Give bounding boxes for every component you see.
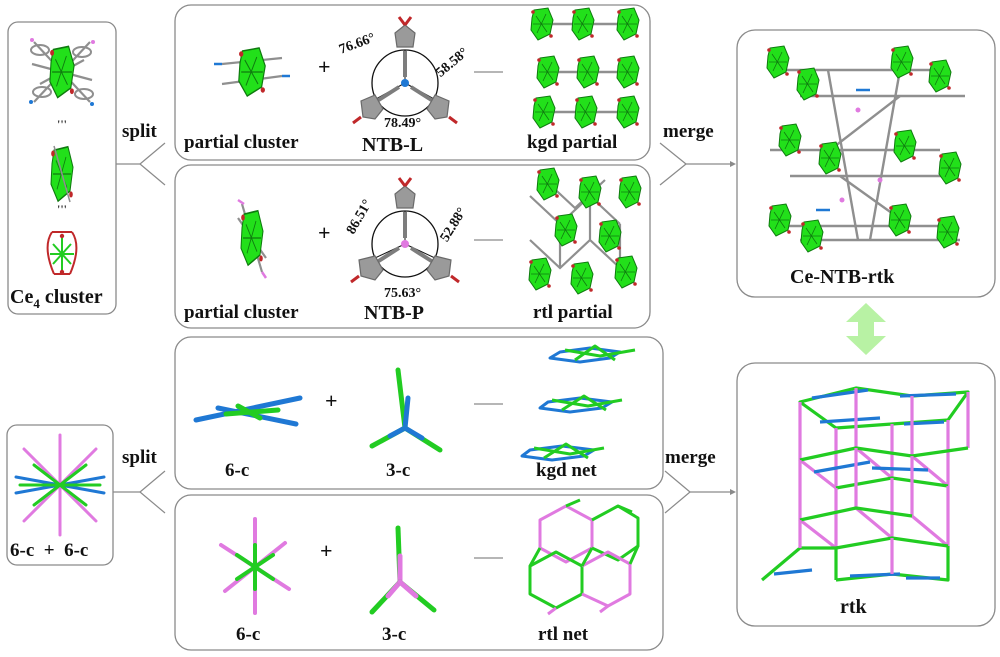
double-arrow-icon <box>846 303 886 355</box>
rtl-partial-label: rtl partial <box>533 302 613 323</box>
rtl-partial-panel <box>174 164 651 329</box>
plus-1: + <box>318 54 331 79</box>
kgd-partial-label: kgd partial <box>527 132 617 153</box>
partial-cluster-icon-2 <box>237 198 268 279</box>
three-c-node-icon-1 <box>369 367 443 453</box>
three-c-label-1: 3-c <box>386 460 410 481</box>
six-c-label-1: 6-c <box>225 460 249 481</box>
split-label-bottom: split <box>122 447 158 468</box>
rtk-net-icon <box>760 386 970 582</box>
partial-cluster-icon-1 <box>214 47 290 97</box>
rtk-label: rtk <box>840 596 868 618</box>
ce4-cluster-mid-icon <box>50 145 74 203</box>
three-c-node-icon-2 <box>369 525 437 615</box>
rtk-panel <box>736 362 996 627</box>
six-c-node-icon-2 <box>219 517 291 615</box>
rtl-net-icon <box>528 498 640 616</box>
ce-ntb-rtk-label: Ce-NTB-rtk <box>790 266 895 288</box>
plus-4: + <box>320 538 333 563</box>
ce4-cluster-label: Ce4 cluster <box>10 286 103 311</box>
six-c-plus-six-c-label: 6-c + 6-c <box>10 540 88 561</box>
partial-cluster-label-1: partial cluster <box>184 132 299 153</box>
ntb-linker-icon-1 <box>352 16 458 125</box>
kgd-net-panel <box>174 336 664 490</box>
rtl-net-label: rtl net <box>538 624 589 645</box>
kgd-net-icon <box>520 344 636 462</box>
three-c-label-2: 3-c <box>382 624 406 645</box>
ntb-l-label: NTB-L <box>362 134 423 156</box>
ce-ntb-rtk-framework-icon <box>766 45 965 253</box>
six-c-star-icon <box>14 433 106 537</box>
merge-connector-bottom <box>664 470 736 514</box>
kgd-partial-framework-icon <box>530 7 640 129</box>
plus-3: + <box>325 388 338 413</box>
split-connector-top <box>116 142 166 186</box>
split-connector-bottom <box>113 470 166 514</box>
dots-2: ''' <box>57 202 67 216</box>
merge-label-top: merge <box>663 121 714 142</box>
split-label-top: split <box>122 121 158 142</box>
ntb-linker-icon-2 <box>350 177 460 284</box>
angle-label-1c: 78.49° <box>384 116 421 131</box>
ntb-p-label: NTB-P <box>364 302 424 324</box>
merge-label-bottom: merge <box>665 447 716 468</box>
six-c-label-2: 6-c <box>236 624 260 645</box>
angle-label-2c: 75.63° <box>384 286 421 301</box>
dots-1: ''' <box>57 117 67 131</box>
kgd-net-label: kgd net <box>536 460 597 481</box>
six-c-node-icon-1 <box>193 395 303 427</box>
plus-2: + <box>318 220 331 245</box>
kgd-partial-panel <box>174 4 651 161</box>
ce4-cluster-icon <box>46 231 78 275</box>
ce4-cluster-top-icon <box>29 38 95 106</box>
rtl-partial-framework-icon <box>528 167 642 295</box>
partial-cluster-label-2: partial cluster <box>184 302 299 323</box>
merge-connector-top <box>659 142 736 186</box>
